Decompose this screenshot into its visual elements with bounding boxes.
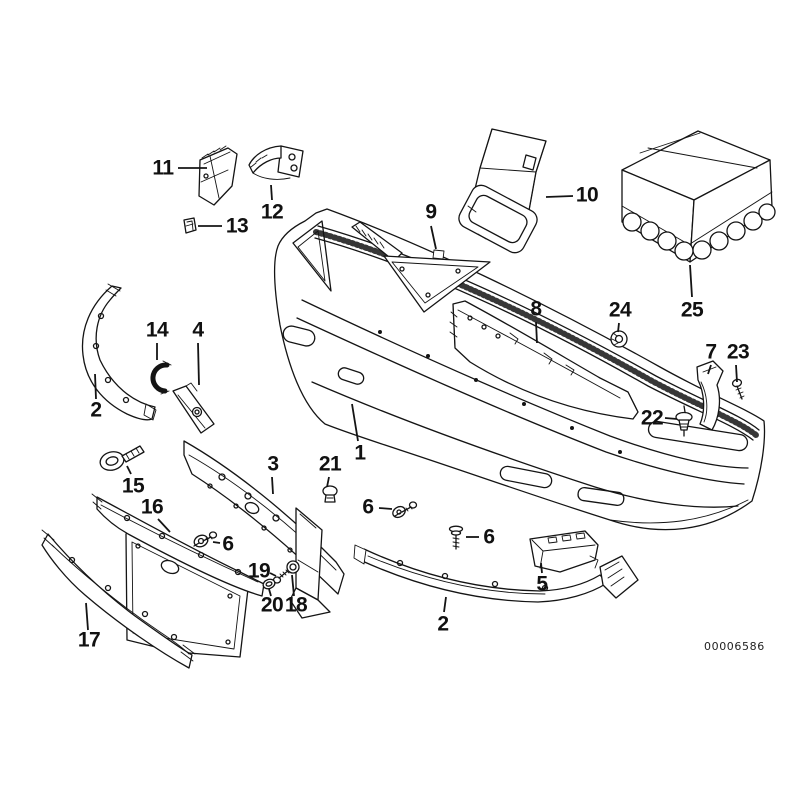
leader-line-4 bbox=[197, 342, 200, 386]
leader-line-1 bbox=[351, 403, 359, 442]
part-grommet-24 bbox=[610, 330, 628, 348]
part-bracket-12 bbox=[248, 145, 304, 180]
part-label-12: 12 bbox=[260, 200, 284, 224]
leader-line-12 bbox=[270, 184, 273, 201]
leader-line-2-bottom bbox=[443, 596, 447, 613]
leader-line-24 bbox=[617, 322, 620, 333]
part-label-2-bottom: 2 bbox=[437, 612, 449, 636]
leader-line-7 bbox=[707, 364, 712, 375]
leader-line-17 bbox=[85, 602, 89, 631]
part-label-13: 13 bbox=[225, 214, 249, 238]
part-towing-eye-15 bbox=[99, 445, 145, 471]
part-label-11: 11 bbox=[152, 156, 174, 180]
part-label-4: 4 bbox=[192, 318, 204, 342]
leader-line-18 bbox=[291, 574, 295, 597]
part-rivet-22 bbox=[675, 405, 693, 437]
part-screw-6-center bbox=[392, 501, 418, 519]
part-label-7: 7 bbox=[705, 340, 717, 364]
part-carrier-3 bbox=[183, 440, 345, 641]
part-label-17: 17 bbox=[77, 628, 101, 652]
part-label-22: 22 bbox=[640, 406, 664, 430]
part-c-clip-14 bbox=[150, 360, 172, 395]
leader-line-3 bbox=[271, 476, 274, 495]
part-cap-20 bbox=[262, 578, 276, 590]
leader-line-22 bbox=[664, 417, 678, 420]
part-absorber-5 bbox=[529, 530, 599, 573]
leader-line-15 bbox=[126, 465, 132, 475]
part-screw-6-right bbox=[448, 525, 464, 550]
leader-line-21 bbox=[326, 476, 330, 488]
part-bracket-4 bbox=[172, 382, 215, 434]
part-label-15: 15 bbox=[121, 474, 145, 498]
part-label-24: 24 bbox=[608, 298, 632, 322]
part-screw-23 bbox=[731, 378, 745, 400]
part-box-25 bbox=[621, 130, 776, 263]
part-screw-6-left bbox=[193, 531, 218, 548]
leader-line-9 bbox=[430, 225, 437, 250]
part-bracket-11 bbox=[198, 145, 238, 206]
leader-line-25 bbox=[689, 264, 693, 298]
part-label-20: 20 bbox=[260, 593, 284, 617]
part-label-9: 9 bbox=[425, 200, 437, 224]
part-air-duct-10 bbox=[458, 128, 547, 254]
part-label-18: 18 bbox=[284, 593, 308, 617]
part-impact-strip-8 bbox=[449, 300, 639, 420]
leader-line-8 bbox=[535, 321, 538, 344]
leader-line-2-left bbox=[94, 373, 97, 400]
part-trim-strip-2-bottom bbox=[353, 544, 639, 603]
leader-line-10 bbox=[545, 195, 574, 198]
leader-line-16 bbox=[157, 518, 171, 533]
part-label-6-right: 6 bbox=[483, 525, 495, 549]
part-label-14: 14 bbox=[145, 318, 169, 342]
part-label-6-center: 6 bbox=[362, 495, 374, 519]
leader-line-6-center bbox=[378, 507, 393, 510]
leader-line-19 bbox=[269, 572, 277, 577]
part-label-19: 19 bbox=[247, 559, 271, 583]
part-washer-18 bbox=[286, 560, 300, 574]
part-clip-13 bbox=[183, 217, 197, 234]
part-plug-21 bbox=[322, 485, 338, 503]
part-label-10: 10 bbox=[575, 183, 599, 207]
part-label-6-left: 6 bbox=[222, 532, 234, 556]
leader-line-6-left bbox=[212, 541, 221, 544]
part-label-25: 25 bbox=[680, 298, 704, 322]
part-plate-base-16 bbox=[91, 493, 265, 658]
part-label-1: 1 bbox=[354, 441, 366, 465]
part-label-5: 5 bbox=[536, 572, 548, 596]
leader-line-20 bbox=[268, 588, 272, 597]
part-label-21: 21 bbox=[318, 452, 342, 476]
drawing-number: 00006586 bbox=[704, 640, 765, 653]
part-label-23: 23 bbox=[726, 340, 750, 364]
leader-line-5 bbox=[540, 562, 543, 574]
part-label-3: 3 bbox=[267, 452, 279, 476]
part-support-frame-9 bbox=[351, 221, 491, 313]
part-label-2-left: 2 bbox=[90, 398, 102, 422]
leader-line-23 bbox=[735, 364, 738, 383]
part-label-8: 8 bbox=[530, 297, 542, 321]
part-trim-strip-17 bbox=[41, 529, 196, 669]
part-trim-strip-2-left bbox=[81, 283, 157, 421]
part-label-16: 16 bbox=[140, 495, 164, 519]
